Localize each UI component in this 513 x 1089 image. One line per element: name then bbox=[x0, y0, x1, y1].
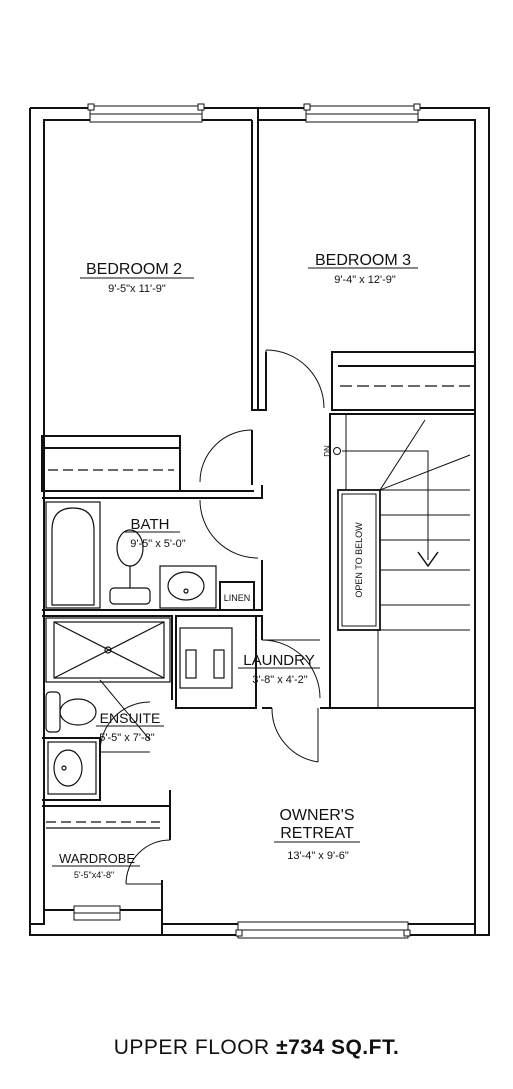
interior-walls bbox=[41, 120, 476, 910]
open-to-below-label: OPEN TO BELOW bbox=[354, 522, 364, 598]
closet-shelves bbox=[46, 385, 470, 829]
owners-retreat-name-line1: OWNER'S bbox=[279, 807, 354, 824]
ensuite-name: ENSUITE bbox=[100, 710, 161, 726]
windows bbox=[73, 103, 421, 939]
bedroom3-name: BEDROOM 3 bbox=[315, 252, 411, 269]
linen-name: LINEN bbox=[224, 593, 251, 603]
bathtub bbox=[45, 501, 101, 609]
toilet bbox=[45, 529, 151, 733]
stair-down-label: DN bbox=[323, 445, 332, 457]
staircase bbox=[333, 414, 471, 708]
laundry-name: LAUNDRY bbox=[243, 652, 314, 669]
washer-dryer bbox=[179, 627, 233, 689]
owners-retreat-dims: 13'-4" x 9'-6" bbox=[287, 850, 349, 862]
bath-dims: 9'-5" x 5'-0" bbox=[130, 538, 186, 550]
floor-area: ±734 SQ.FT. bbox=[276, 1036, 400, 1059]
bath-name: BATH bbox=[131, 516, 170, 533]
floor-caption: UPPER FLOOR ±734 SQ.FT. bbox=[0, 1036, 513, 1060]
bedroom2-dims: 9'-5"x 11'-9" bbox=[108, 283, 166, 295]
wardrobe-name: WARDROBE bbox=[59, 851, 135, 866]
laundry-dims: 3'-8" x 4'-2" bbox=[252, 674, 308, 686]
shower bbox=[45, 617, 171, 683]
floor-name: UPPER FLOOR bbox=[113, 1036, 270, 1059]
room-labels: BEDROOM 2 9'-5"x 11'-9" BEDROOM 3 9'-4" … bbox=[52, 252, 418, 880]
wardrobe-dims: 5'-5"x4'-8" bbox=[74, 870, 114, 880]
bedroom2-name: BEDROOM 2 bbox=[86, 261, 182, 278]
sinks bbox=[47, 565, 217, 795]
bedroom3-dims: 9'-4" x 12'-9" bbox=[334, 274, 396, 286]
doors bbox=[99, 349, 325, 885]
ensuite-dims: 5'-5" x 7'-8" bbox=[99, 732, 155, 744]
owners-retreat-name-line2: RETREAT bbox=[280, 825, 354, 842]
exterior-walls bbox=[29, 107, 490, 936]
